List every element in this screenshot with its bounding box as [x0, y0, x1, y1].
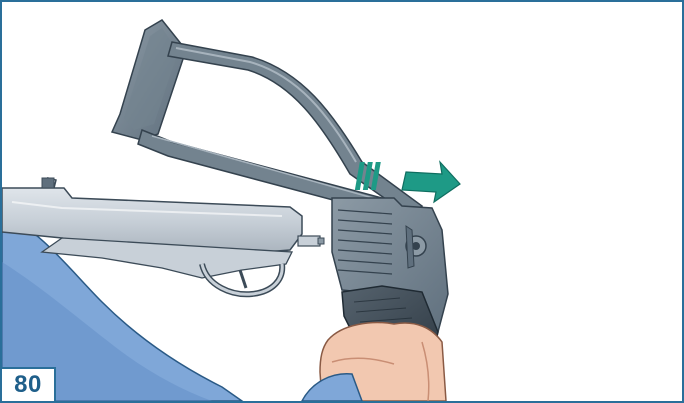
figure-number: 80 [14, 373, 42, 397]
folding-stock [112, 20, 448, 364]
figure-number-badge: 80 [2, 367, 56, 401]
right-hand [302, 323, 446, 401]
